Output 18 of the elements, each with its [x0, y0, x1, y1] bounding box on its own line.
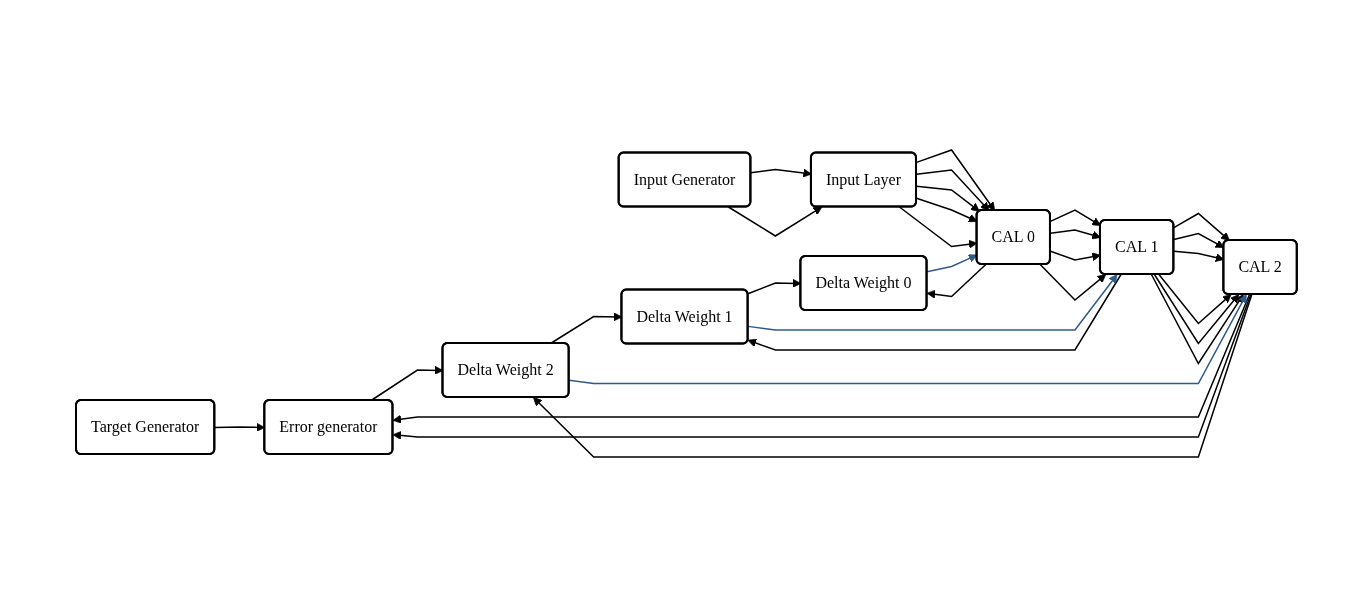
arrow [915, 149, 995, 211]
arrow [746, 278, 801, 295]
arrow [532, 293, 1253, 458]
arrow [746, 274, 1118, 331]
arrow [926, 263, 987, 299]
arrow [1172, 232, 1224, 248]
arrow [1172, 212, 1230, 241]
arrow [915, 185, 980, 212]
arrow [747, 273, 1122, 351]
arrow [1039, 263, 1106, 301]
arrow [915, 169, 989, 211]
arrow [1049, 209, 1101, 226]
arrow [549, 312, 622, 345]
arrow [1150, 273, 1244, 365]
arrow [1157, 273, 1232, 325]
arrow [727, 206, 822, 237]
arrow [1153, 273, 1239, 345]
arrow [568, 294, 1247, 385]
